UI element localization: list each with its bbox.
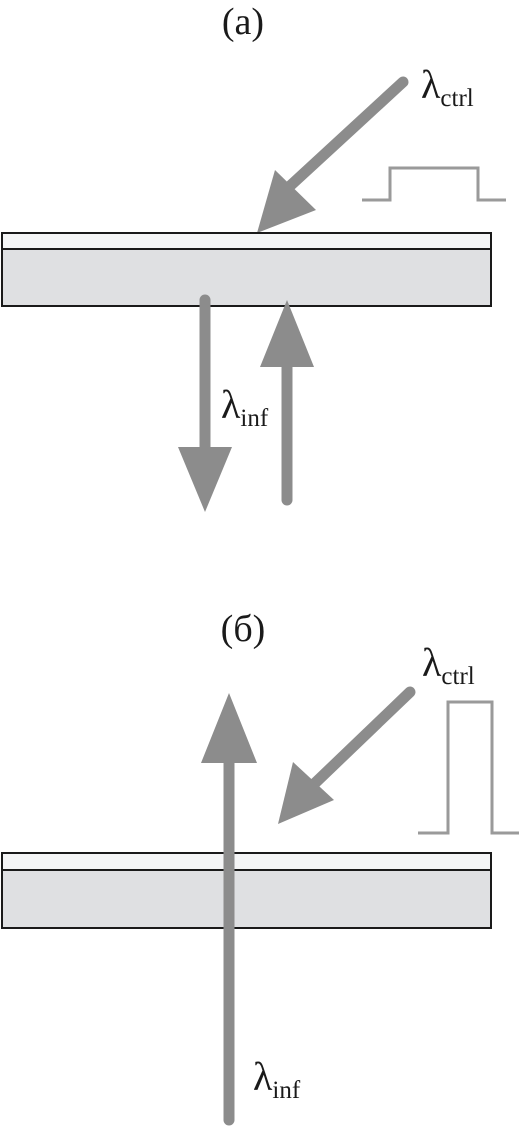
panel-b-ctrl-label: λctrl — [422, 640, 475, 690]
panel-a-pulse-waveform-icon — [362, 166, 506, 202]
panel-a-inf-symbol: λ — [221, 382, 241, 427]
panel-b-inf-sub: inf — [272, 1077, 300, 1104]
panel-b-inf-symbol: λ — [253, 1054, 273, 1099]
panel-a-reflected-arrow-icon — [178, 294, 232, 512]
panel-b-ctrl-arrow-icon — [278, 686, 416, 824]
panel-b-transmitted-arrow-icon — [201, 693, 257, 1126]
panel-a: (a) λctrl λinf — [1, 1, 506, 512]
panel-a-ctrl-sub: ctrl — [440, 85, 473, 112]
panel-a-substrate — [1, 248, 492, 307]
panel-a-incident-arrow-icon — [260, 300, 314, 506]
panel-a-inf-sub: inf — [240, 405, 268, 432]
panel-b-ctrl-sub: ctrl — [441, 663, 474, 690]
panel-b-label: (б) — [221, 608, 266, 650]
panel-a-label: (a) — [222, 1, 264, 43]
panel-a-coating-layer — [1, 232, 492, 250]
panel-a-ctrl-label: λctrl — [421, 62, 474, 112]
panel-b-inf-label: λinf — [253, 1054, 301, 1104]
panel-a-ctrl-symbol: λ — [421, 62, 441, 107]
panel-b-ctrl-symbol: λ — [422, 640, 442, 685]
panel-b-coating-layer — [1, 852, 492, 871]
panel-b-substrate — [1, 869, 492, 929]
panel-a-inf-label: λinf — [221, 382, 269, 432]
panel-b-pulse-waveform-icon — [418, 700, 519, 835]
panel-b: (б) λctrl λinf — [1, 608, 519, 1126]
panel-a-ctrl-arrow-icon — [257, 76, 409, 233]
